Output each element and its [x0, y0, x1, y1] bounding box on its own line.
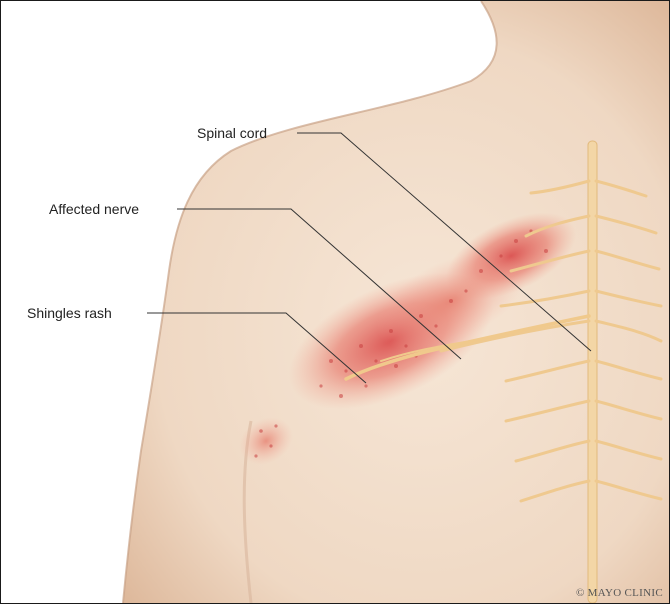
spinal-cord — [588, 141, 597, 603]
copyright-credit: © MAYO CLINIC — [576, 587, 663, 599]
label-spinal-cord: Spinal cord — [197, 125, 267, 141]
label-affected-nerve: Affected nerve — [49, 201, 139, 217]
label-shingles-rash: Shingles rash — [27, 305, 112, 321]
